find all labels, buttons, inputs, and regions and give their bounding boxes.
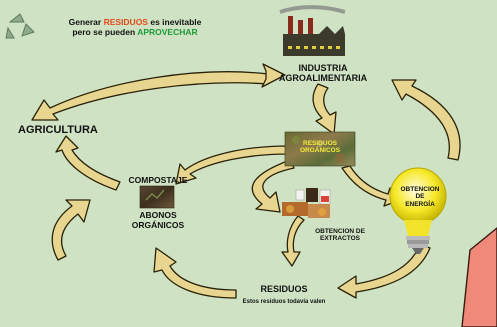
recycle-icon: [5, 13, 35, 39]
arrow-industria-to-residuos: [312, 83, 337, 135]
abonos-line2: ORGÁNICOS: [131, 219, 185, 230]
factory-icon: [279, 5, 346, 56]
arrow-industria-to-agricultura: [31, 71, 269, 121]
header-aprovechar: APROVECHAR: [137, 26, 198, 37]
header-part3: pero se pueden: [72, 26, 138, 37]
arrow-residuos-to-abonos: [153, 247, 237, 299]
organic-waste-photo: [284, 131, 356, 167]
header-part2: es inevitable: [147, 17, 202, 27]
energia-line1: OBTENCION: [400, 186, 440, 193]
extractos-line1: OBTENCION DE: [315, 228, 365, 235]
node-compostaje: COMPOSTAJE: [128, 175, 188, 185]
node-residuos-organicos: RESIDUOS ORGÁNICOS: [287, 140, 353, 155]
energia-line2: DE: [415, 193, 425, 201]
industria-line1: INDUSTRIA: [298, 63, 348, 73]
node-energia: OBTENCION DE ENERGÍA: [392, 186, 448, 208]
arrow-residuos-to-extractos: [251, 159, 295, 213]
header-text: Generar RESIDUOS es inevitable pero se p…: [30, 17, 240, 38]
header-residuos: RESIDUOS: [103, 17, 148, 27]
abonos-line1: ABONOS: [139, 210, 177, 220]
node-industria: INDUSTRIA AGROALIMENTARIA: [268, 63, 378, 84]
cycle-arrows: [31, 63, 461, 299]
extractos-line2: EXTRACTOS: [320, 235, 360, 243]
node-agricultura: AGRICULTURA: [18, 124, 98, 136]
light-bulb-icon: [389, 167, 447, 254]
industria-line2: AGROALIMENTARIA: [278, 73, 368, 84]
arrow-residuos-to-compostaje: [175, 145, 289, 185]
node-extractos: OBTENCION DE EXTRACTOS: [300, 228, 380, 243]
arrow-abonos-to-agricultura: [55, 135, 121, 191]
arrow-energia-to-residuos: [337, 243, 431, 299]
arrow-energia-to-industria: [391, 79, 461, 161]
energia-line3: ENERGÍA: [405, 200, 435, 208]
extracts-photo: [282, 188, 331, 218]
node-residuos: RESIDUOS: [260, 284, 308, 294]
arrow-agricultura-to-compostaje: [51, 199, 91, 261]
residuos-organicos-line1: RESIDUOS: [303, 140, 337, 147]
compost-photo: [139, 185, 175, 209]
residuos-organicos-line2: ORGÁNICOS: [299, 147, 341, 155]
arrow-industria-head: [261, 63, 286, 88]
node-abonos: ABONOS ORGÁNICOS: [108, 210, 208, 231]
side-red-shape: [461, 227, 497, 327]
header-part1: Generar: [68, 17, 104, 27]
node-residuos-subtitle: Estos residuos todavía valen: [242, 299, 326, 305]
arrow-extractos-to-residuos: [281, 215, 305, 267]
